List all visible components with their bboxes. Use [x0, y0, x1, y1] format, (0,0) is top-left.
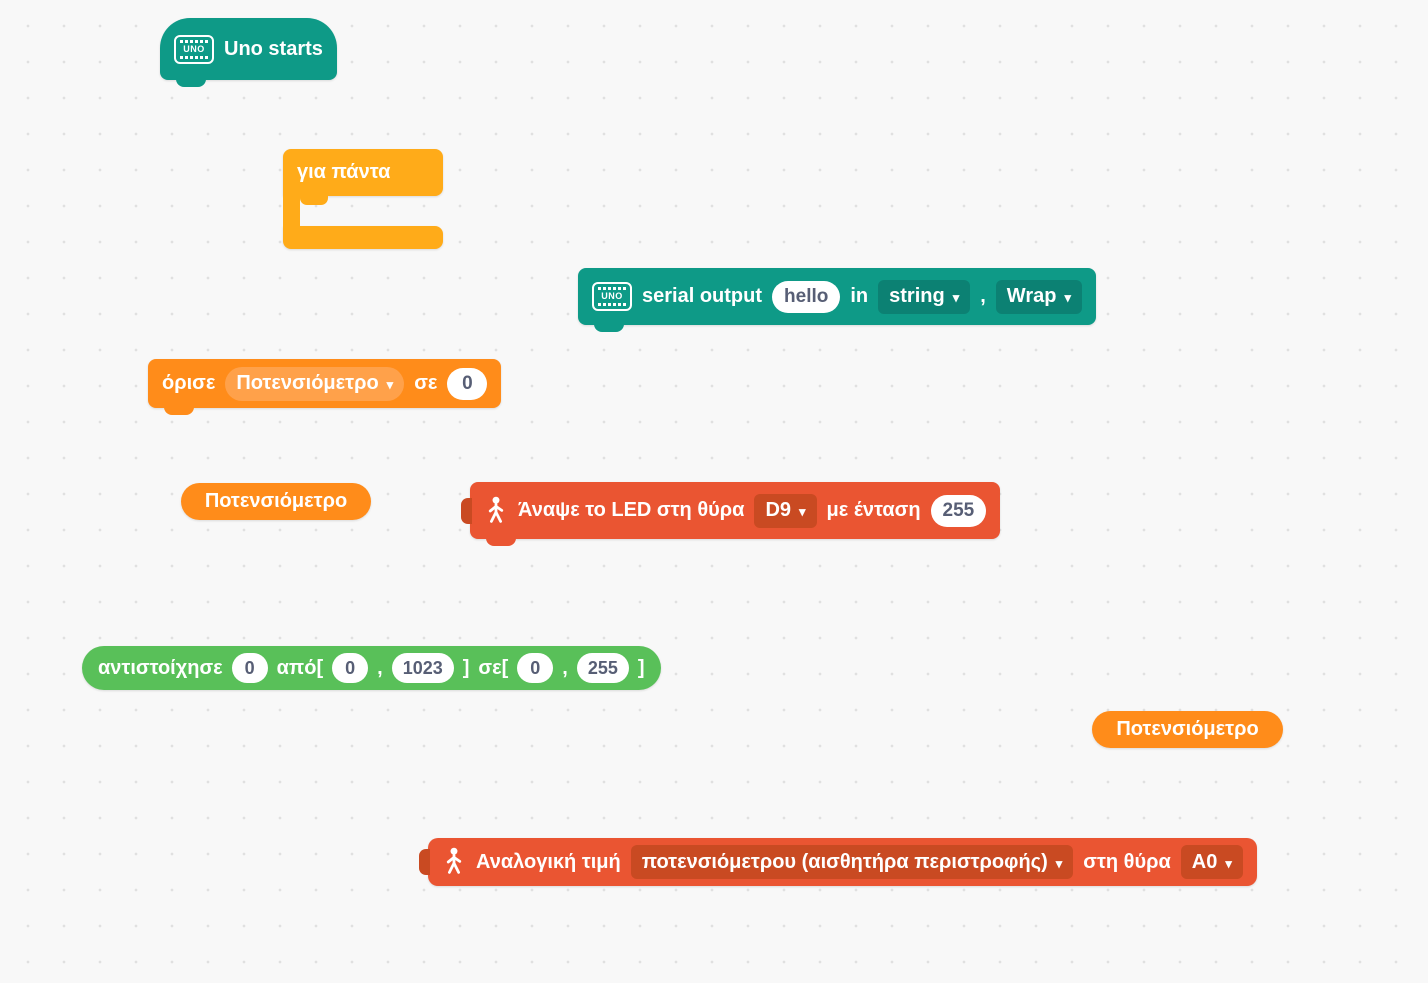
block-uno-starts[interactable]: UNO Uno starts: [160, 18, 337, 87]
value-input[interactable]: 0: [447, 367, 488, 400]
uno-pins-top: [180, 39, 208, 43]
dropdown-value: A0: [1191, 850, 1218, 873]
dropdown-value: ποτενσιόμετρου (αισθητήρα περιστροφής): [641, 850, 1048, 873]
dropdown-caret-icon: ▾: [1225, 855, 1232, 871]
block-label: για πάντα: [297, 161, 391, 183]
led-port-dropdown[interactable]: D9 ▾: [754, 493, 817, 528]
block-label: Uno starts: [224, 37, 323, 60]
map-to-high-input[interactable]: 255: [576, 653, 629, 683]
serial-type-dropdown[interactable]: string ▾: [878, 279, 971, 314]
uno-pins-bottom: [180, 55, 208, 59]
block-label: Άναψε το LED στη θύρα: [518, 499, 745, 521]
map-to-low-input[interactable]: 0: [517, 653, 554, 683]
dropdown-caret-icon: ▾: [952, 290, 960, 305]
map-from-low-input[interactable]: 0: [332, 653, 369, 683]
block-label: σε: [414, 372, 438, 394]
comma-label: ,: [377, 656, 383, 679]
serial-wrap-dropdown[interactable]: Wrap ▾: [995, 279, 1082, 314]
forever-mouth: [283, 196, 443, 226]
intensity-input[interactable]: 255: [930, 494, 987, 527]
block-variable-reporter[interactable]: Ποτενσιόμετρο: [181, 483, 371, 520]
variable-dropdown[interactable]: Ποτενσιόμετρο ▾: [225, 366, 405, 401]
block-label: serial output: [642, 285, 763, 307]
variable-name-label: Ποτενσιόμετρο: [204, 490, 348, 512]
block-label: στη θύρα: [1083, 850, 1171, 873]
block-set-variable[interactable]: όρισε Ποτενσιόμετρο ▾ σε 0: [148, 359, 502, 415]
dropdown-caret-icon: ▾: [1064, 290, 1071, 305]
dropdown-caret-icon: ▾: [1055, 855, 1063, 871]
dropdown-caret-icon: ▾: [799, 504, 806, 519]
block-label: Αναλογική τιμή: [476, 850, 621, 873]
block-analog-value[interactable]: Αναλογική τιμή ποτενσιόμετρου (αισθητήρα…: [428, 838, 1257, 886]
dropdown-caret-icon: ▾: [386, 377, 394, 392]
forever-top-bar: για πάντα: [283, 149, 443, 196]
block-serial-output[interactable]: UNO serial output hello in string ▾ , Wr…: [578, 268, 1096, 332]
uno-icon-label: UNO: [601, 291, 623, 301]
block-label: αντιστοίχησε: [98, 656, 223, 679]
bracket-label: ]: [637, 656, 645, 679]
block-variable-reporter[interactable]: Ποτενσιόμετρο: [1092, 711, 1283, 748]
forever-inner-notch: [300, 196, 328, 205]
map-from-high-input[interactable]: 1023: [391, 653, 454, 683]
map-value-input[interactable]: 0: [231, 653, 268, 683]
block-label: σε[: [478, 656, 509, 679]
bracket-label: ]: [462, 656, 470, 679]
analog-port-dropdown[interactable]: A0 ▾: [1180, 845, 1243, 879]
block-label: με ένταση: [826, 499, 921, 521]
forever-spine: [283, 196, 300, 226]
comma-label: ,: [562, 656, 568, 679]
block-label: όρισε: [162, 372, 216, 394]
block-forever[interactable]: για πάντα: [283, 149, 443, 249]
uno-pins-top: [598, 287, 626, 290]
block-label: in: [850, 285, 869, 307]
forever-bottom-bar: [283, 226, 443, 249]
dropdown-value: D9: [765, 499, 792, 521]
block-map-value[interactable]: αντιστοίχησε 0 από[ 0 , 1023 ] σε[ 0 , 2…: [82, 646, 661, 690]
uno-board-icon: UNO: [592, 282, 632, 311]
dropdown-value: Wrap: [1006, 285, 1057, 307]
person-icon: [484, 496, 508, 526]
person-icon: [442, 847, 466, 877]
dropdown-value: Ποτενσιόμετρο: [236, 372, 379, 394]
dropdown-value: string: [889, 285, 945, 307]
uno-board-icon: UNO: [174, 34, 214, 64]
block-label: από[: [276, 656, 324, 679]
sensor-dropdown[interactable]: ποτενσιόμετρου (αισθητήρα περιστροφής) ▾: [630, 845, 1074, 879]
variable-name-label: Ποτενσιόμετρο: [1116, 718, 1259, 740]
comma-label: ,: [980, 285, 986, 307]
uno-pins-bottom: [598, 303, 626, 306]
uno-icon-label: UNO: [183, 43, 205, 54]
block-led-on[interactable]: Άναψε το LED στη θύρα D9 ▾ με ένταση 255: [470, 482, 1001, 546]
serial-text-input[interactable]: hello: [772, 280, 841, 313]
